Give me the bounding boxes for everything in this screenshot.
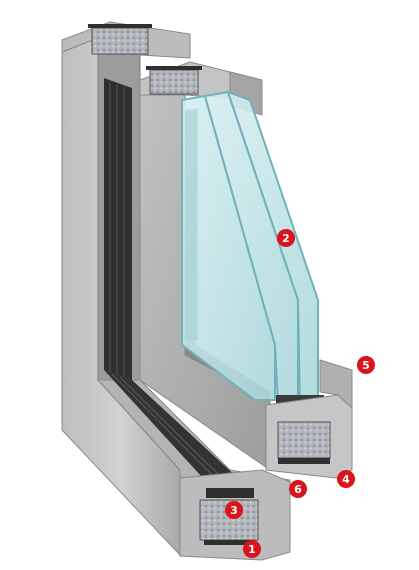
bottom-frame-gasket [204, 540, 254, 545]
marker-6: 6 [289, 480, 307, 498]
marker-6-label: 6 [294, 483, 302, 496]
marker-3-label: 3 [230, 504, 238, 517]
glass-shading [185, 108, 198, 340]
sash-bottom-gasket [278, 458, 330, 464]
gasket-ribs-vertical [109, 82, 125, 378]
sash-top-gasket [146, 66, 202, 70]
marker-4-label: 4 [342, 473, 350, 486]
gasket-ribs-bottom [111, 373, 229, 485]
top-frame-gasket [88, 24, 152, 28]
frame-gasket-channel-vertical [104, 78, 132, 380]
marker-2: 2 [277, 229, 295, 247]
top-frame-insulation [91, 27, 149, 55]
marker-3: 3 [225, 501, 243, 519]
outer-frame-right-profile [319, 359, 353, 410]
marker-1: 1 [243, 540, 261, 558]
marker-5-label: 5 [362, 359, 370, 372]
marker-4: 4 [337, 470, 355, 488]
marker-2-label: 2 [282, 232, 290, 245]
bottom-frame-thermal-break [206, 488, 254, 498]
sash-bottom-insulation [277, 421, 331, 459]
marker-5: 5 [357, 356, 375, 374]
marker-1-label: 1 [248, 543, 256, 556]
sash-top-insulation [149, 69, 199, 95]
